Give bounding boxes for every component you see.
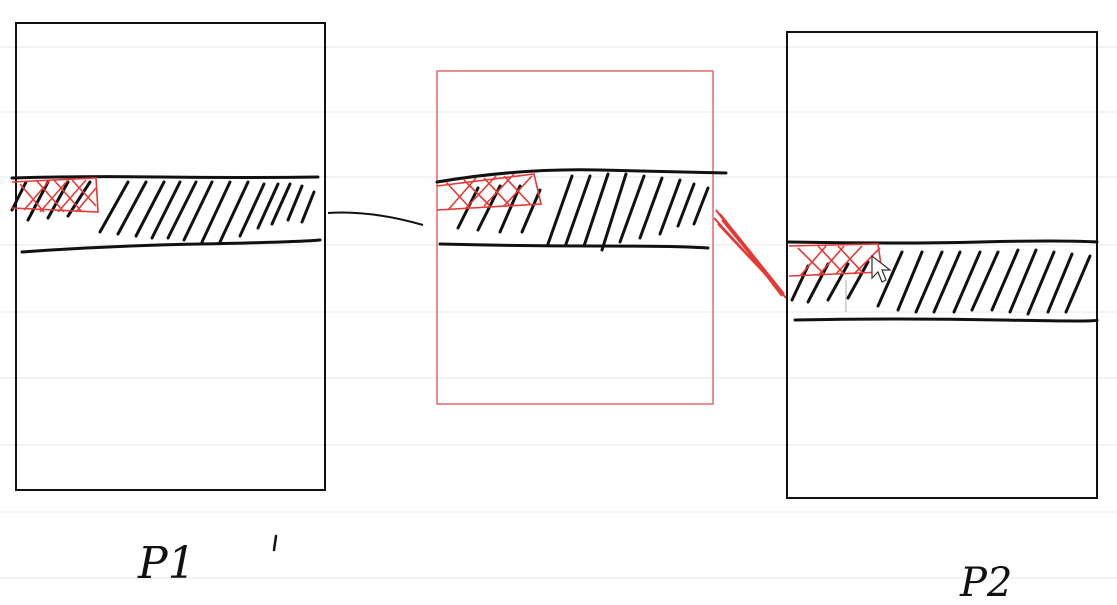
frame-p1-border [15, 22, 326, 491]
band-bottom-edge [438, 242, 710, 250]
frame-p1-band [10, 175, 322, 254]
band-top-edge [10, 175, 320, 180]
frame-p2-highlight [788, 243, 883, 277]
label-p2: P2 [959, 560, 1012, 605]
band-hatching [456, 172, 710, 252]
frame-p2-border [786, 31, 1098, 499]
band-bottom-edge [793, 317, 1099, 323]
label-p1: P1 [137, 538, 196, 589]
mouse-cursor-icon [845, 254, 892, 312]
frame-p2-band [787, 239, 1099, 323]
frame-p2 [786, 31, 1099, 499]
band-top-edge [787, 239, 1099, 245]
frame-zoom-highlight [436, 173, 542, 211]
frame-zoom [435, 70, 728, 405]
highlight-outline [788, 243, 883, 277]
connector-right [713, 209, 787, 299]
band-top-edge [435, 168, 728, 184]
frame-zoom-band [435, 168, 728, 252]
frame-p1-highlight [11, 177, 99, 213]
stray-mark [272, 534, 278, 552]
band-hatching [10, 180, 316, 244]
connector-left [327, 211, 424, 226]
frame-p1 [10, 22, 326, 491]
frame-zoom-border [436, 70, 714, 405]
band-hatching [790, 248, 1092, 316]
band-bottom-edge [20, 238, 322, 254]
